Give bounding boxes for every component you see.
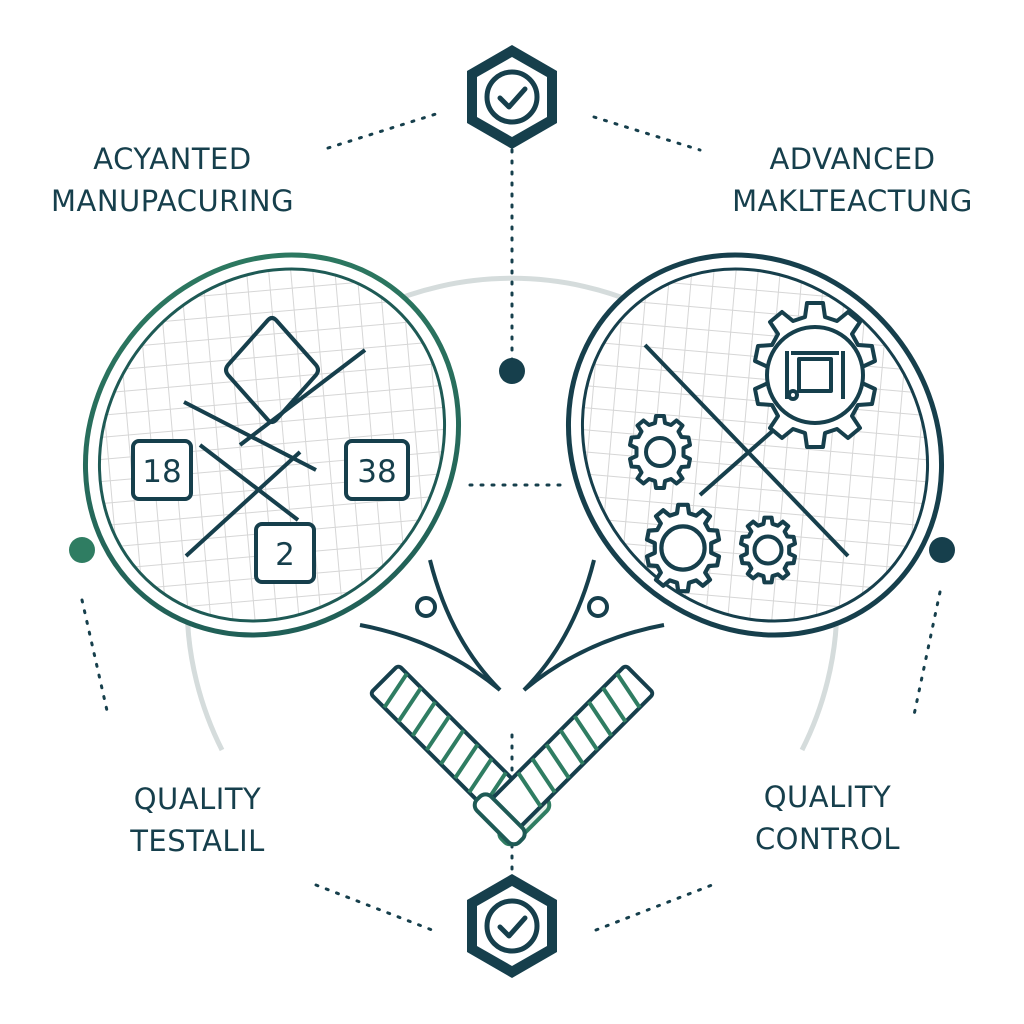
- label-top-right-line-1: ADVANCED: [769, 142, 936, 176]
- gears-icon: [628, 301, 877, 594]
- large-gear-icon: [753, 301, 877, 449]
- right-dot: [929, 537, 955, 563]
- number-box-38: 38: [344, 439, 410, 501]
- label-bottom-right-line-2: CONTROL: [754, 822, 901, 856]
- label-top-left: ACYANTED MANUPACURING: [40, 138, 305, 222]
- number-box-2: 2: [254, 522, 316, 584]
- left-dot: [69, 537, 95, 563]
- right-racket: [472, 252, 945, 847]
- center-node: [499, 358, 525, 384]
- top-hexagon-check-icon: [467, 45, 557, 149]
- label-top-left-line-1: ACYANTED: [93, 142, 252, 176]
- label-top-left-line-2: MANUPACURING: [50, 184, 295, 218]
- number-box-18: 18: [131, 439, 193, 501]
- diamond-crossing-lines-icon: [183, 316, 367, 558]
- svg-text:2: 2: [275, 537, 295, 573]
- svg-text:18: 18: [142, 454, 181, 490]
- label-bottom-right-line-1: QUALITY: [763, 780, 892, 814]
- small-gear-icon: [628, 414, 692, 490]
- tiny-gear-icon: [738, 515, 798, 585]
- label-top-right-line-2: MAKLTEACTUNG: [732, 184, 973, 218]
- label-bottom-right: QUALITY CONTROL: [715, 776, 940, 860]
- label-bottom-left: QUALITY TESTALIL: [85, 778, 310, 862]
- label-top-right: ADVANCED MAKLTEACTUNG: [720, 138, 985, 222]
- medium-gear-icon: [644, 502, 722, 594]
- bottom-hexagon-check-icon: [467, 874, 557, 978]
- label-bottom-left-line-1: QUALITY: [133, 782, 262, 816]
- left-racket: 18 38 2: [82, 252, 552, 847]
- label-bottom-left-line-2: TESTALIL: [130, 824, 265, 858]
- svg-text:38: 38: [357, 454, 396, 490]
